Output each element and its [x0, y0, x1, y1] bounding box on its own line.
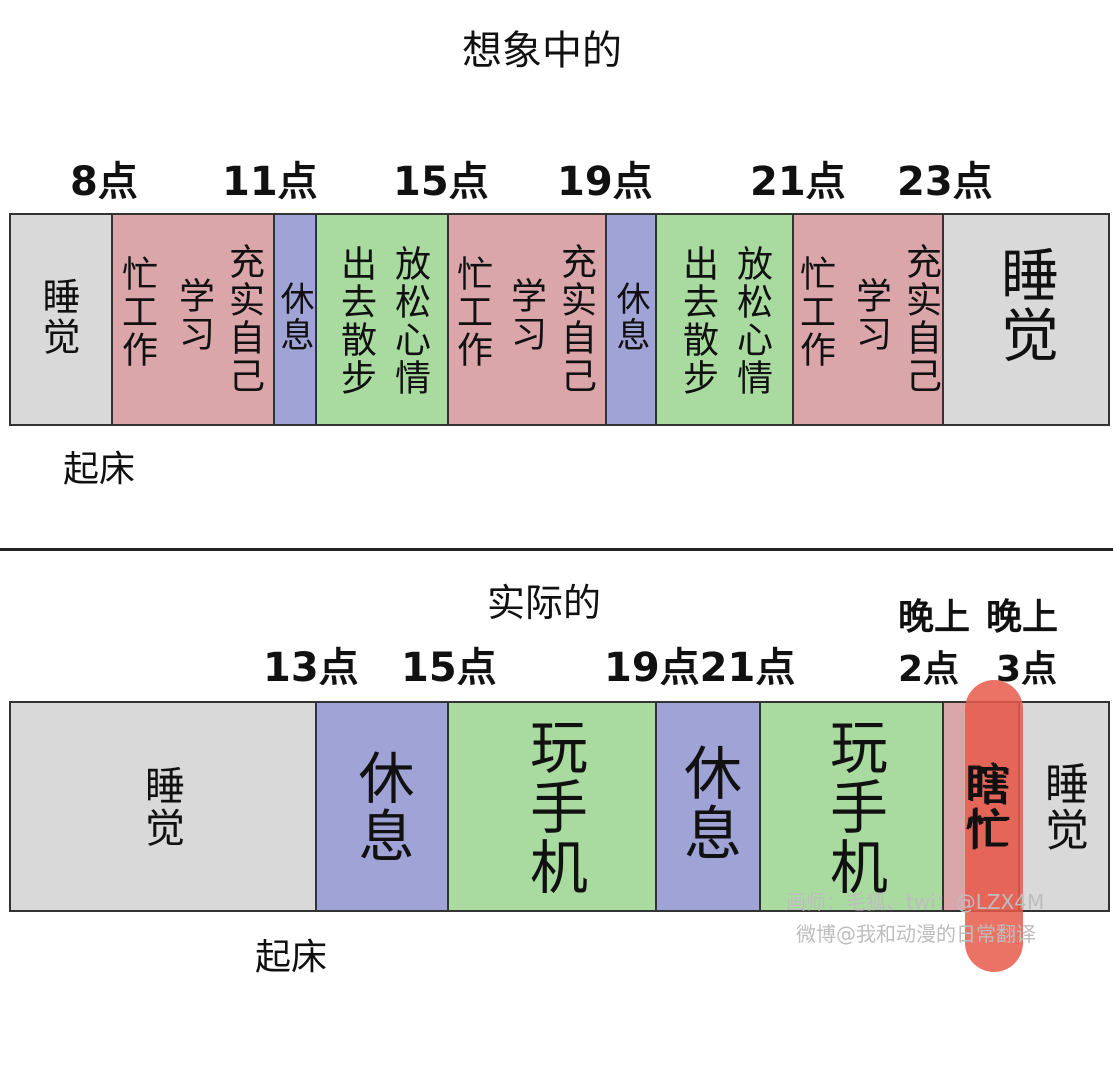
top-seg-walk-1: 出去散步 放松心情	[317, 215, 449, 424]
top-seg-work-1-l1: 忙工作	[116, 255, 157, 369]
bottom-seg-sleep-2: 睡觉	[1020, 703, 1108, 910]
top-seg-sleep-2: 睡觉	[944, 215, 1108, 424]
bottom-seg-phone-2-text: 玩手机	[820, 717, 888, 897]
top-seg-walk-1-l1: 出去散步	[335, 245, 376, 397]
top-tick-19: 19点	[557, 159, 653, 205]
red-highlight-marker	[965, 680, 1023, 972]
bottom-tick-15: 15点	[401, 645, 497, 691]
top-seg-work-3: 忙工作 学习 充实自己	[794, 215, 944, 424]
top-seg-rest-2-text: 休息	[610, 281, 650, 353]
top-seg-work-2-l2: 学习	[505, 277, 546, 353]
top-seg-walk-1-l2: 放松心情	[389, 245, 430, 397]
bottom-title: 实际的	[487, 581, 602, 625]
top-seg-work-1-l2: 学习	[173, 277, 214, 353]
bottom-tick-night-1: 晚上	[898, 597, 971, 638]
top-seg-work-3-l2: 学习	[850, 277, 891, 353]
top-seg-work-2-l1: 忙工作	[451, 255, 492, 369]
bottom-tick-night-2: 晚上	[986, 597, 1059, 638]
bottom-tick-3: 3点	[996, 649, 1058, 690]
bottom-tick-13: 13点	[263, 645, 359, 691]
top-seg-work-3-l3: 充实自己	[900, 243, 941, 395]
bottom-seg-rest-2-text: 休息	[674, 743, 742, 863]
top-seg-walk-2-l2: 放松心情	[731, 245, 772, 397]
top-title: 想象中的	[462, 28, 622, 74]
top-seg-sleep-1-text: 睡觉	[36, 277, 80, 357]
top-seg-sleep-1: 睡觉	[11, 215, 113, 424]
top-tick-23: 23点	[897, 159, 993, 205]
bottom-seg-rest-2: 休息	[657, 703, 761, 910]
bottom-tick-19-21: 19点21点	[604, 645, 796, 691]
top-seg-walk-2: 出去散步 放松心情	[657, 215, 794, 424]
bottom-seg-rest-1: 休息	[317, 703, 449, 910]
bottom-seg-sleep-2-text: 睡觉	[1037, 761, 1088, 853]
top-tick-21: 21点	[750, 159, 846, 205]
top-seg-walk-2-l1: 出去散步	[677, 245, 718, 397]
watermark-line-2: 微博@我和动漫的日常翻译	[796, 922, 1036, 946]
bottom-seg-phone-2: 玩手机	[761, 703, 944, 910]
top-seg-rest-2: 休息	[607, 215, 657, 424]
watermark-line-1: 画师：毛狐、twi：@LZX4M	[786, 890, 1045, 914]
bottom-wake-note: 起床	[255, 937, 328, 978]
section-divider	[0, 548, 1113, 551]
top-seg-work-1: 忙工作 学习 充实自己	[113, 215, 275, 424]
bottom-seg-phone-1-text: 玩手机	[520, 717, 588, 897]
bottom-seg-sleep-1-text: 睡觉	[138, 765, 184, 849]
top-seg-rest-1-text: 休息	[275, 281, 314, 353]
top-tick-8: 8点	[70, 159, 138, 205]
top-seg-sleep-2-text: 睡觉	[991, 245, 1059, 365]
bottom-seg-sleep-1: 睡觉	[11, 703, 317, 910]
bottom-seg-rest-1-text: 休息	[349, 749, 414, 865]
top-seg-work-2-l3: 充实自己	[555, 243, 596, 395]
top-seg-rest-1: 休息	[275, 215, 317, 424]
top-wake-note: 起床	[63, 449, 136, 490]
top-seg-work-1-l3: 充实自己	[223, 243, 264, 395]
top-tick-15: 15点	[393, 159, 489, 205]
top-tick-11: 11点	[222, 159, 318, 205]
bottom-tick-2: 2点	[898, 649, 960, 690]
bottom-timeline: 睡觉 休息 玩手机 休息 玩手机 瞎忙 睡觉	[9, 701, 1110, 912]
bottom-seg-phone-1: 玩手机	[449, 703, 657, 910]
top-timeline: 睡觉 忙工作 学习 充实自己 休息 出去散步 放松心情 忙工作 学习 充实自己 …	[9, 213, 1110, 426]
busy-overlay-text: 瞎忙	[959, 762, 1010, 850]
top-seg-work-2: 忙工作 学习 充实自己	[449, 215, 607, 424]
top-seg-work-3-l1: 忙工作	[794, 255, 835, 369]
bottom-seg-busy-text: 瞎忙	[957, 761, 1008, 853]
